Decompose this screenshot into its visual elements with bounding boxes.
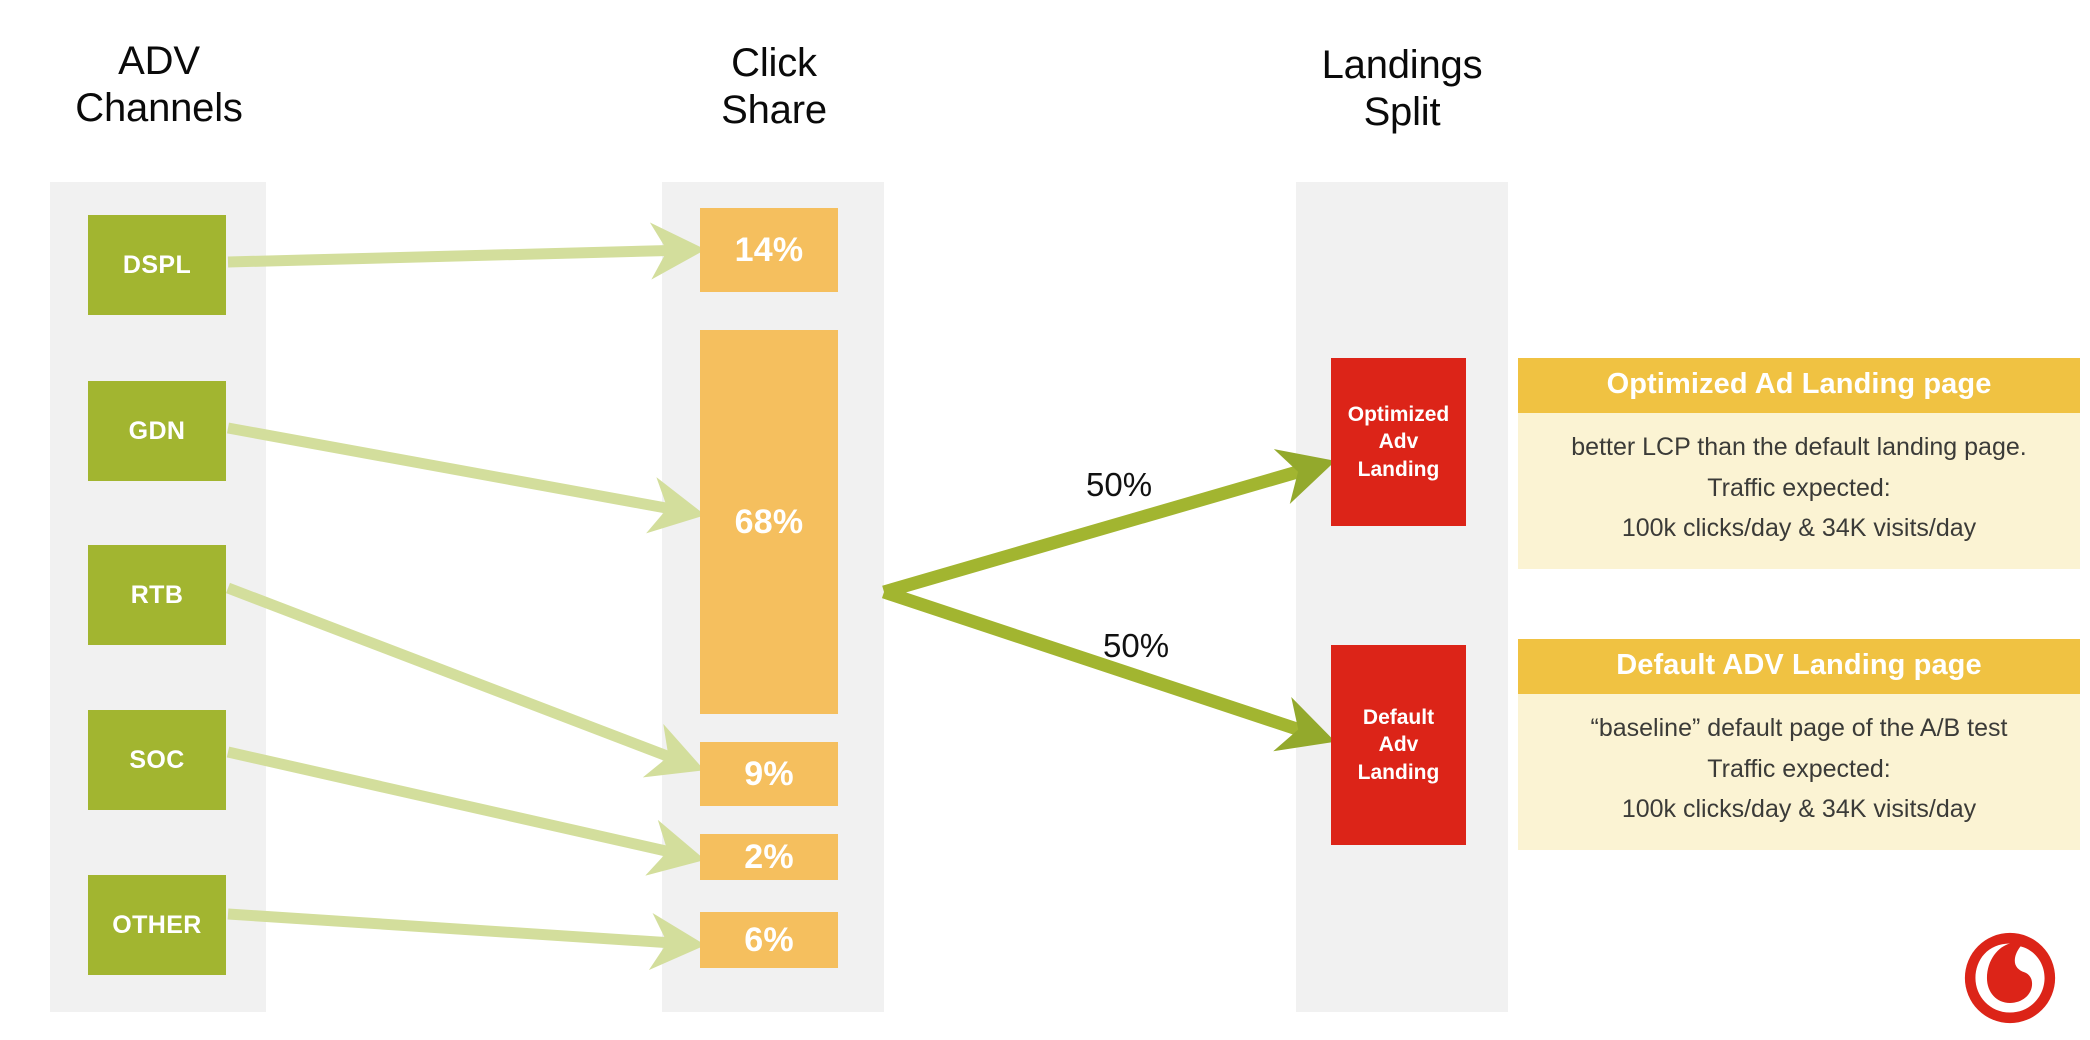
- click-share-value: 68%: [734, 502, 804, 541]
- channel-label: SOC: [129, 745, 185, 774]
- channel-box-gdn[interactable]: GDN: [88, 381, 226, 481]
- landing-label: Optimized Adv Landing: [1347, 403, 1450, 481]
- info-card-default: Default ADV Landing page “baseline” defa…: [1518, 639, 2080, 850]
- info-card-body: better LCP than the default landing page…: [1518, 413, 2080, 569]
- click-share-bar-14[interactable]: 14%: [700, 208, 838, 292]
- arrow-split-to-default: [881, 585, 1336, 752]
- click-share-bar-68[interactable]: 68%: [700, 330, 838, 714]
- arrow-dspl-to-14: [227, 222, 706, 280]
- vodafone-logo: [1964, 932, 2056, 1024]
- click-share-value: 2%: [744, 837, 794, 876]
- column-title-landings-split: Landings Split: [1321, 43, 1483, 135]
- info-card-line-2: Traffic expected:: [1707, 754, 1891, 783]
- click-share-bar-9[interactable]: 9%: [700, 742, 838, 806]
- click-share-value: 9%: [744, 754, 794, 793]
- info-card-line-1: “baseline” default page of the A/B test: [1590, 714, 2008, 742]
- arrow-other-to-6: [227, 908, 706, 971]
- click-share-bar-6[interactable]: 6%: [700, 912, 838, 968]
- arrow-soc-to-2: [226, 746, 706, 876]
- panel-landings: [1296, 182, 1508, 1012]
- channel-label: OTHER: [112, 910, 202, 939]
- channel-label: RTB: [130, 580, 184, 609]
- split-percent-default: 50%: [1103, 627, 1170, 664]
- info-card-line-2: Traffic expected:: [1707, 473, 1891, 502]
- arrow-rtb-to-9: [226, 582, 705, 778]
- landing-label: Default Adv Landing: [1357, 706, 1440, 784]
- channel-label: DSPL: [122, 250, 192, 279]
- channel-box-dspl[interactable]: DSPL: [88, 215, 226, 315]
- info-card-title: Optimized Ad Landing page: [1518, 358, 2080, 413]
- info-card-line-1: better LCP than the default landing page…: [1571, 433, 2027, 461]
- channel-box-soc[interactable]: SOC: [88, 710, 226, 810]
- info-card-body: “baseline” default page of the A/B test …: [1518, 694, 2080, 850]
- arrow-gdn-to-68: [227, 422, 706, 534]
- landing-box-optimized[interactable]: Optimized Adv Landing: [1331, 358, 1466, 526]
- channel-box-other[interactable]: OTHER: [88, 875, 226, 975]
- split-percent-optimized: 50%: [1086, 466, 1153, 503]
- click-share-bar-2[interactable]: 2%: [700, 834, 838, 880]
- landing-box-default[interactable]: Default Adv Landing: [1331, 645, 1466, 845]
- info-card-line-3: 100k clicks/day & 34K visits/day: [1621, 795, 1977, 823]
- column-title-adv-channels: ADV Channels: [75, 39, 243, 131]
- info-card-line-3: 100k clicks/day & 34K visits/day: [1621, 514, 1977, 542]
- info-card-optimized: Optimized Ad Landing page better LCP tha…: [1518, 358, 2080, 569]
- click-share-value: 14%: [734, 230, 804, 269]
- channel-box-rtb[interactable]: RTB: [88, 545, 226, 645]
- info-card-title: Default ADV Landing page: [1518, 639, 2080, 694]
- click-share-value: 6%: [744, 920, 794, 959]
- column-title-click-share: Click Share: [721, 41, 827, 133]
- channel-label: GDN: [128, 416, 186, 445]
